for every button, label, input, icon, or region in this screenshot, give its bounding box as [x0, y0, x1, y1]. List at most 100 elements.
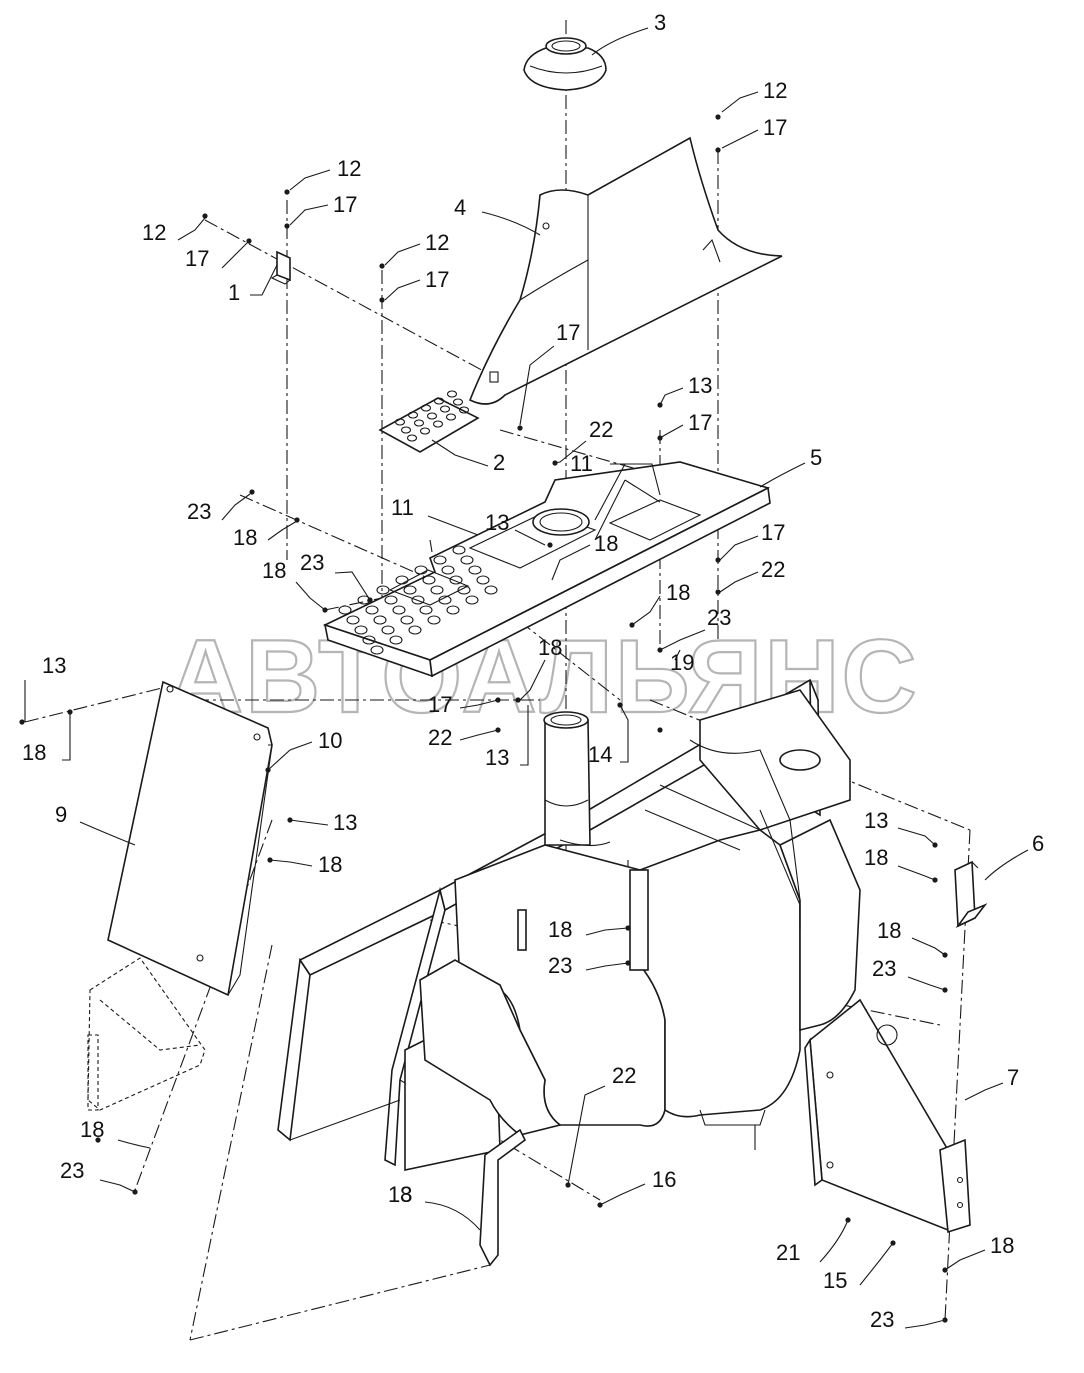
callout-leader: [289, 204, 329, 226]
callout-label: 22: [428, 725, 452, 750]
callout-leader: [591, 27, 649, 56]
callout-label: 23: [707, 605, 731, 630]
callout-leader: [631, 595, 661, 626]
callout-leader: [964, 1082, 1004, 1101]
deck-hole: [411, 595, 425, 605]
deck-hole: [476, 575, 490, 585]
callout-label: 22: [761, 557, 785, 582]
callout-leader: [267, 741, 313, 771]
callout-label: 18: [990, 1233, 1014, 1258]
deck-hole: [365, 605, 379, 615]
deck-hole: [446, 605, 460, 615]
callout-label: 18: [80, 1117, 104, 1142]
callout-label: 17: [763, 115, 787, 140]
fastener: [657, 727, 663, 733]
callout-label: 17: [425, 267, 449, 292]
callout-label: 16: [652, 1167, 676, 1192]
fastener: [202, 213, 208, 219]
part-pad: [378, 390, 480, 453]
pad-hole: [445, 413, 457, 421]
callout-leader: [117, 1139, 151, 1149]
callout-leader: [759, 462, 806, 488]
callout-leader: [585, 962, 629, 971]
callout-leader: [267, 520, 298, 541]
part-strut: [479, 1128, 527, 1267]
deck-hole: [338, 605, 352, 615]
callout-leader: [911, 937, 946, 956]
callout-label: 17: [428, 692, 452, 717]
part-side-panel: [107, 680, 273, 997]
callout-leader: [269, 859, 313, 867]
part-small-bracket: [954, 860, 988, 929]
deck-hole: [468, 565, 482, 575]
callout-label: 23: [300, 550, 324, 575]
pad-hole: [433, 397, 445, 405]
pad-hole: [394, 418, 406, 426]
deck-hole: [430, 585, 444, 595]
deck-hole: [395, 575, 409, 585]
callout-leader: [459, 729, 499, 741]
pad-hole: [420, 404, 432, 412]
callout-label: 18: [864, 845, 888, 870]
fastener: [284, 223, 290, 229]
callout-leader: [177, 217, 206, 241]
callout-label: 15: [823, 1268, 847, 1293]
part-shroud: [468, 136, 783, 405]
callout-leader: [554, 440, 587, 464]
callout-leader: [719, 571, 759, 593]
pad-hole: [458, 406, 470, 414]
deck-hole: [449, 575, 463, 585]
fastener: [715, 114, 721, 120]
part-deck: [322, 461, 771, 678]
callout-label: 13: [864, 808, 888, 833]
fastener: [517, 425, 523, 431]
callout-label: 11: [570, 451, 593, 476]
callout-label: 19: [670, 650, 694, 675]
callout-label: 13: [388, 1182, 412, 1207]
callout-leader: [514, 529, 546, 546]
part-angle-bracket: [270, 250, 291, 285]
callout-label: 4: [454, 195, 466, 220]
deck-hole: [427, 615, 441, 625]
pad-hole: [432, 420, 444, 428]
callout-label: 13: [42, 653, 66, 678]
callout-label: 17: [185, 246, 209, 271]
deck-hole: [370, 645, 384, 655]
callout-leader: [659, 629, 706, 651]
callout-leader: [567, 1085, 606, 1186]
fastener: [249, 489, 255, 495]
fastener: [715, 557, 721, 563]
callout-label: 12: [337, 156, 361, 181]
deck-hole: [392, 605, 406, 615]
callout-label: 8: [400, 1182, 412, 1207]
deck-hole: [408, 625, 422, 635]
callout-leader: [481, 211, 541, 236]
deck-hole: [381, 625, 395, 635]
callout-label: 11: [391, 495, 414, 520]
callout-label: 18: [233, 525, 257, 550]
pad-hole: [426, 412, 438, 420]
callout-label: 12: [425, 230, 449, 255]
fastener: [95, 1137, 101, 1143]
callout-leader: [721, 91, 759, 113]
callout-label: 9: [55, 802, 67, 827]
fastener: [19, 719, 25, 725]
pad-hole: [406, 434, 418, 442]
callout-label: 18: [538, 635, 562, 660]
callout-leader: [984, 849, 1029, 881]
callout-leader: [819, 1219, 849, 1263]
callout-label: 22: [589, 417, 613, 442]
callout-leader: [907, 976, 946, 991]
callout-label: 21: [776, 1240, 800, 1265]
pad-hole: [452, 398, 464, 406]
callout-leader: [289, 819, 329, 826]
deck-hole: [438, 595, 452, 605]
fastener: [547, 542, 553, 548]
callout-leader: [594, 463, 661, 521]
callout-label: 5: [810, 445, 822, 470]
pad-hole: [446, 390, 458, 398]
callout-leader: [659, 424, 684, 439]
callout-leader: [289, 169, 331, 191]
callout-label: 17: [688, 410, 712, 435]
callout-leader: [250, 264, 278, 296]
